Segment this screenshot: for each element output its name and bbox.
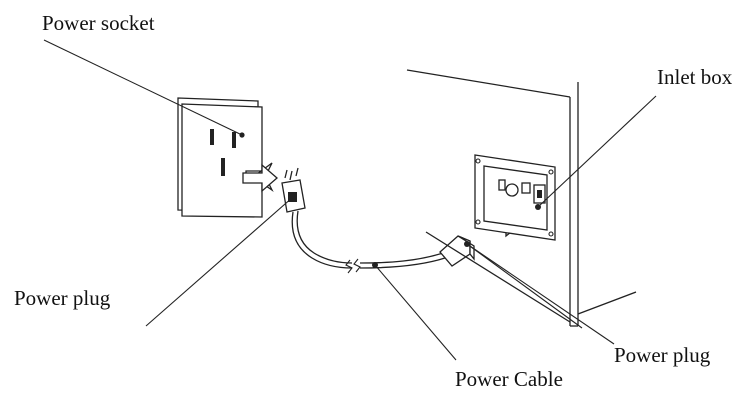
socket-hole-right (232, 132, 236, 148)
insert-arrow-socket (242, 163, 278, 193)
socket-hole-left (210, 129, 214, 145)
label-power-socket: Power socket (42, 11, 155, 35)
label-inlet-box: Inlet box (657, 65, 733, 89)
inlet-box (474, 154, 556, 241)
cabinet (406, 69, 637, 327)
inlet-switch (505, 183, 519, 197)
label-power-plug-right: Power plug (614, 343, 711, 367)
power-plug-right (439, 235, 475, 267)
inlet-fuse (498, 179, 506, 191)
power-socket (177, 97, 263, 218)
leader-lines (43, 39, 657, 361)
power-cable (291, 210, 446, 274)
power-plug-left (281, 167, 306, 213)
inlet-indicator (521, 182, 531, 194)
label-power-plug-left: Power plug (14, 286, 111, 310)
label-power-cable: Power Cable (455, 367, 563, 391)
socket-hole-earth (221, 158, 225, 176)
